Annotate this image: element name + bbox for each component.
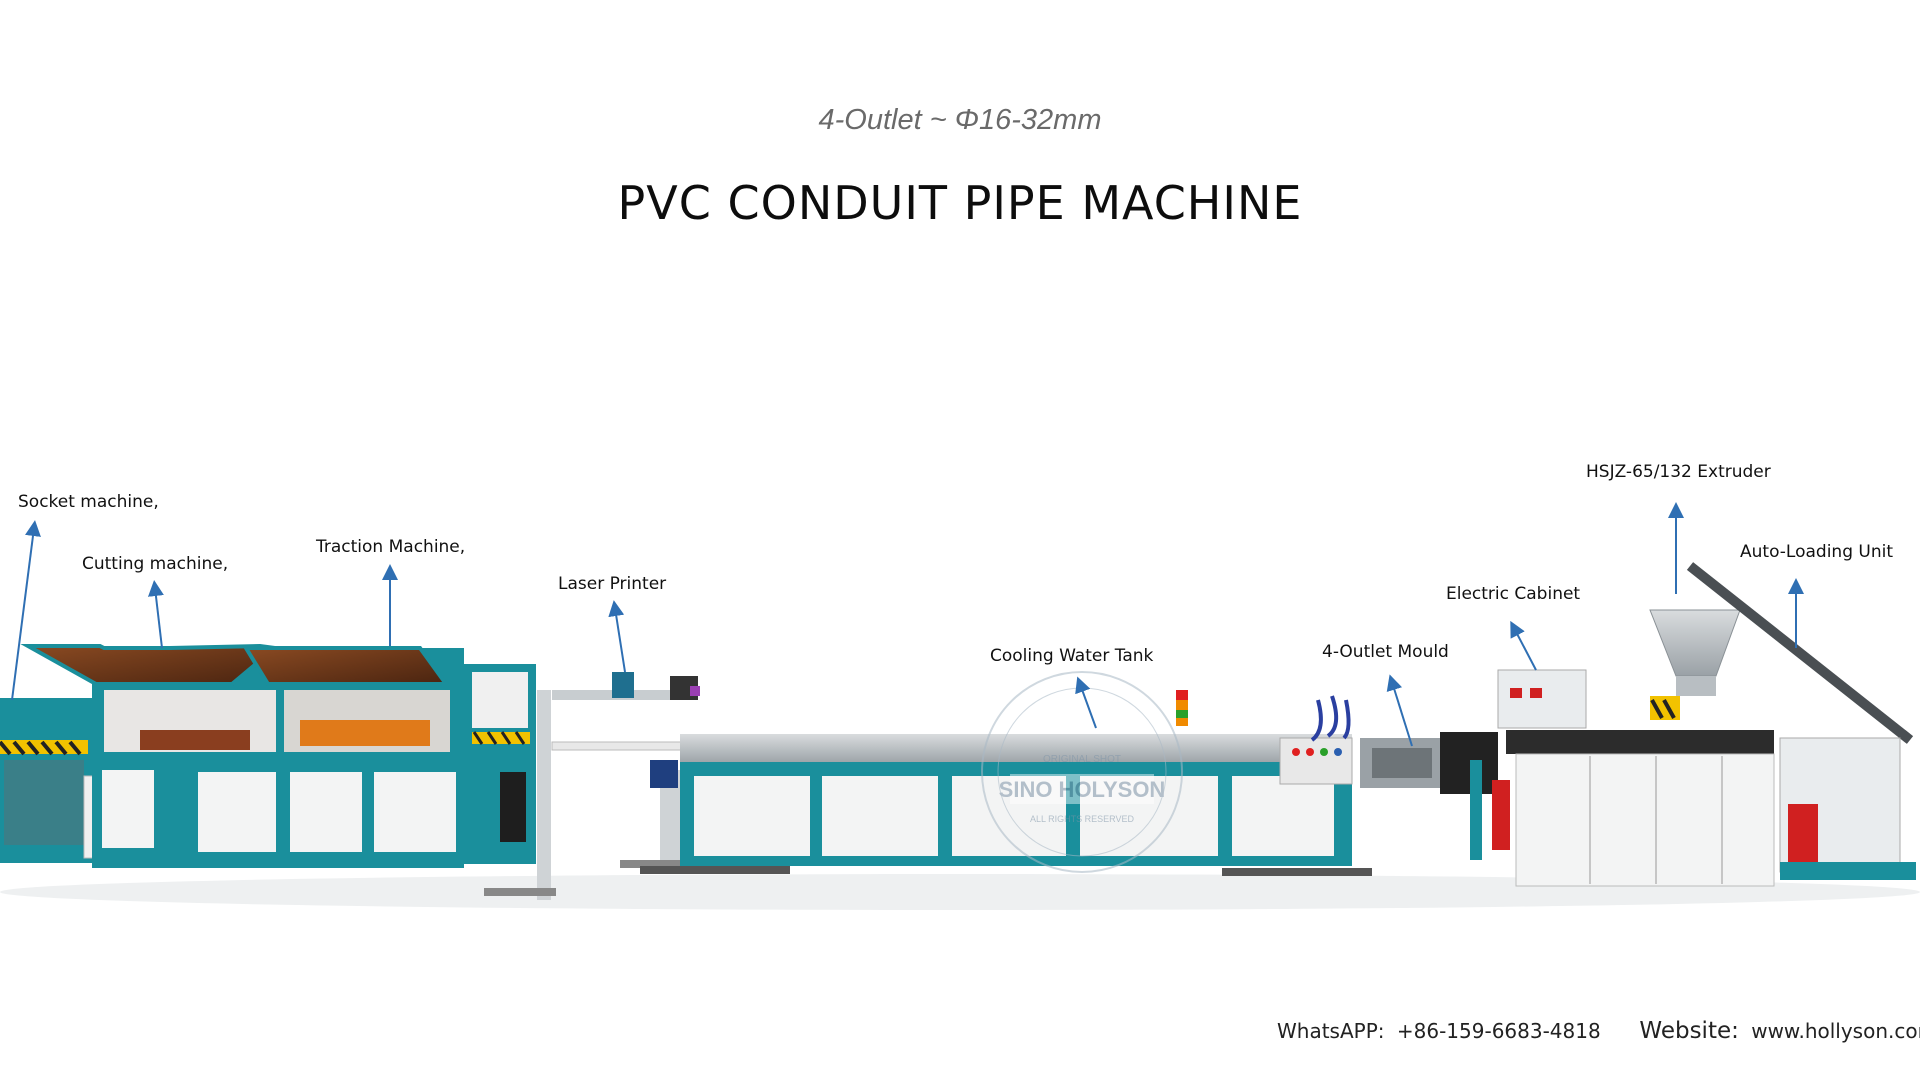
cutting-traction-machine	[20, 643, 536, 868]
website-label: Website:	[1639, 1018, 1739, 1044]
watermark-seal: SINO HOLYSON ORIGINAL SHOT ALL RIGHTS RE…	[981, 671, 1183, 873]
arrow-mould	[1386, 674, 1413, 747]
subtitle: 4-Outlet ~ Φ16-32mm	[818, 104, 1102, 136]
arrow-socket	[11, 520, 41, 701]
four-outlet-mould	[1360, 732, 1498, 794]
website-link[interactable]: www.hollyson.com	[1751, 1019, 1920, 1043]
watermark-bottom-text: ALL RIGHTS RESERVED	[1030, 814, 1135, 824]
label-socket-machine: Socket machine,	[18, 492, 159, 512]
label-laser-printer: Laser Printer	[558, 574, 667, 594]
watermark-top-text: ORIGINAL SHOT	[1043, 754, 1121, 765]
label-electric-cabinet: Electric Cabinet	[1446, 584, 1581, 604]
pipes	[551, 741, 689, 751]
label-cutting-machine: Cutting machine,	[82, 554, 229, 574]
footer-contact: WhatsAPP: +86-159-6683-4818 Website: www…	[1277, 1018, 1920, 1044]
arrow-cooling	[1075, 676, 1097, 729]
watermark-brand: SINO HOLYSON	[999, 777, 1166, 802]
label-auto-loading-unit: Auto-Loading Unit	[1740, 542, 1893, 562]
arrow-cutting	[147, 580, 164, 649]
extruder-hopper	[1649, 609, 1741, 720]
label-extruder: HSJZ-65/132 Extruder	[1586, 462, 1771, 482]
arrow-cabinet	[1510, 620, 1537, 671]
auto-loading-unit	[1686, 562, 1916, 880]
socket-machine	[0, 698, 92, 863]
label-four-outlet-mould: 4-Outlet Mould	[1322, 642, 1449, 662]
arrow-laser	[608, 600, 626, 673]
callout-arrows	[11, 502, 1804, 747]
page-title: PVC CONDUIT PIPE MACHINE	[617, 176, 1303, 230]
mould-control-panel	[1279, 695, 1353, 785]
ground-shadow	[0, 874, 1920, 910]
extruder-cabinet	[1470, 669, 1775, 887]
whatsapp-label: WhatsAPP:	[1277, 1019, 1385, 1043]
cooling-water-tank	[640, 690, 1372, 876]
label-cooling-water-tank: Cooling Water Tank	[990, 646, 1154, 666]
whatsapp-number[interactable]: +86-159-6683-4818	[1396, 1019, 1601, 1043]
label-traction-machine: Traction Machine,	[316, 537, 466, 557]
